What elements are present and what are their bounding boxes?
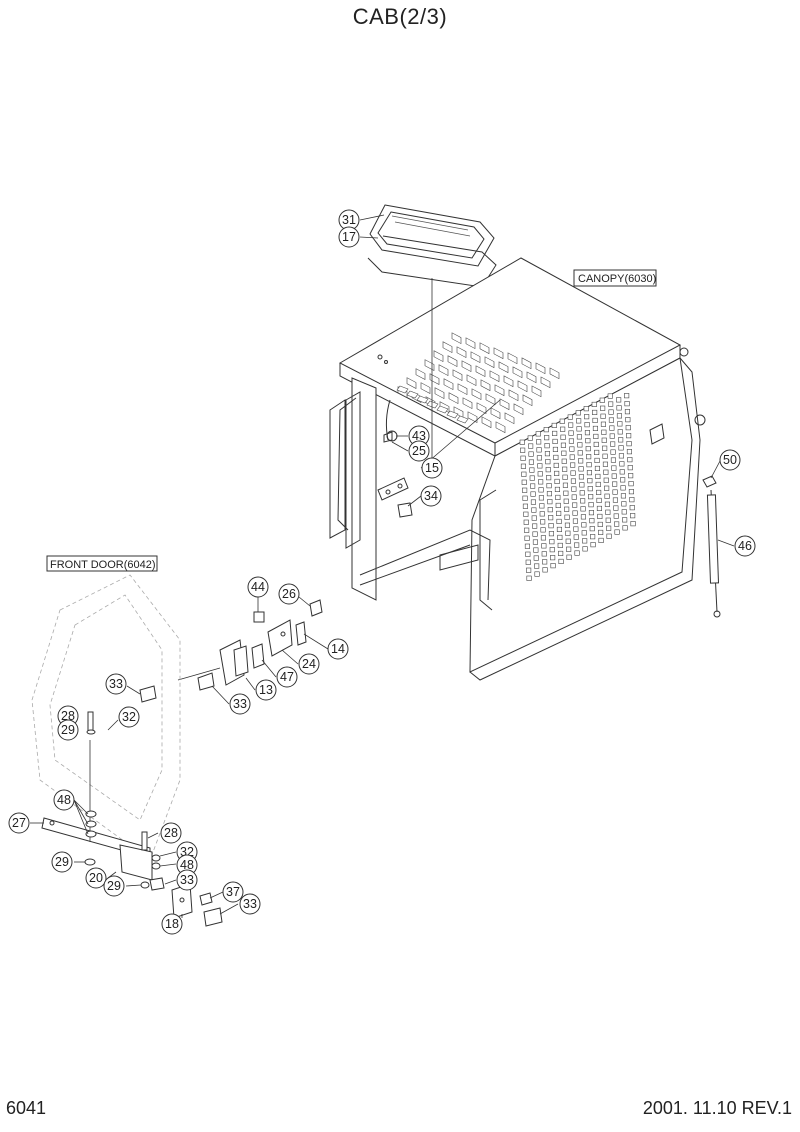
callout-31: 31 <box>338 209 360 231</box>
callout-15: 15 <box>421 457 443 479</box>
svg-text:15: 15 <box>425 461 439 475</box>
svg-text:48: 48 <box>57 793 71 807</box>
svg-text:17: 17 <box>342 230 356 244</box>
callout-14: 14 <box>327 638 349 660</box>
svg-text:18: 18 <box>165 917 179 931</box>
side-mesh-panel <box>519 393 636 581</box>
svg-text:13: 13 <box>259 683 273 697</box>
svg-text:29: 29 <box>107 879 121 893</box>
callout-48: 48 <box>176 854 198 876</box>
svg-text:14: 14 <box>331 642 345 656</box>
svg-text:33: 33 <box>109 677 123 691</box>
svg-text:33: 33 <box>243 897 257 911</box>
callout-50: 50 <box>719 449 741 471</box>
callout-47: 47 <box>276 666 298 688</box>
leader-lines <box>30 214 735 918</box>
roof-slot-row <box>396 385 469 424</box>
svg-text:43: 43 <box>412 429 426 443</box>
svg-text:32: 32 <box>122 710 136 724</box>
svg-text:25: 25 <box>412 444 426 458</box>
hinge-bracket <box>377 477 413 518</box>
svg-text:48: 48 <box>180 858 194 872</box>
callout-13: 13 <box>255 679 277 701</box>
callout-17: 17 <box>338 226 360 248</box>
svg-text:28: 28 <box>61 709 75 723</box>
svg-text:26: 26 <box>282 587 296 601</box>
callout-33: 33 <box>239 893 261 915</box>
door-stay-bar <box>41 711 223 927</box>
svg-text:50: 50 <box>723 453 737 467</box>
svg-text:47: 47 <box>280 670 294 684</box>
svg-text:37: 37 <box>226 885 240 899</box>
page-title: CAB(2/3) <box>352 4 448 29</box>
callout-29: 29 <box>51 851 73 873</box>
callout-33: 33 <box>105 673 127 695</box>
callout-29: 29 <box>103 875 125 897</box>
callout-32: 32 <box>118 706 140 728</box>
date-revision: 2001. 11.10 REV.1 <box>642 1098 792 1118</box>
callout-33: 33 <box>176 869 198 891</box>
callout-46: 46 <box>734 535 756 557</box>
callout-27: 27 <box>8 812 30 834</box>
callout-24: 24 <box>298 653 320 675</box>
gas-spring <box>702 475 721 618</box>
callout-26: 26 <box>278 583 300 605</box>
svg-text:34: 34 <box>424 489 438 503</box>
svg-text:27: 27 <box>12 816 26 830</box>
callout-44: 44 <box>247 576 269 598</box>
svg-text:33: 33 <box>233 697 247 711</box>
callout-28: 28 <box>160 822 182 844</box>
door-hinge-parts <box>139 599 323 703</box>
svg-text:46: 46 <box>738 539 752 553</box>
page-code: 6041 <box>6 1098 47 1118</box>
callout-25: 25 <box>408 440 430 462</box>
callout-29: 29 <box>57 719 79 741</box>
svg-text:44: 44 <box>251 580 265 594</box>
callout-34: 34 <box>420 485 442 507</box>
svg-text:29: 29 <box>55 855 69 869</box>
callout-43: 43 <box>408 425 430 447</box>
svg-text:20: 20 <box>89 871 103 885</box>
callout-18: 18 <box>161 913 183 935</box>
svg-text:FRONT DOOR(6042): FRONT DOOR(6042) <box>50 559 156 571</box>
svg-text:29: 29 <box>61 723 75 737</box>
roof-window-glass <box>369 204 495 267</box>
canopy-ref-label: CANOPY(6030) <box>573 269 657 287</box>
callout-37: 37 <box>222 881 244 903</box>
canopy-body <box>329 257 706 681</box>
svg-text:28: 28 <box>164 826 178 840</box>
callout-20: 20 <box>85 867 107 889</box>
svg-text:33: 33 <box>180 873 194 887</box>
svg-text:24: 24 <box>302 657 316 671</box>
callout-33: 33 <box>229 693 251 715</box>
front-door-ref-label: FRONT DOOR(6042) <box>46 555 158 572</box>
front-door-outline <box>31 574 181 861</box>
callout-48: 48 <box>53 789 75 811</box>
svg-text:CANOPY(6030): CANOPY(6030) <box>578 273 656 285</box>
svg-text:31: 31 <box>342 213 356 227</box>
